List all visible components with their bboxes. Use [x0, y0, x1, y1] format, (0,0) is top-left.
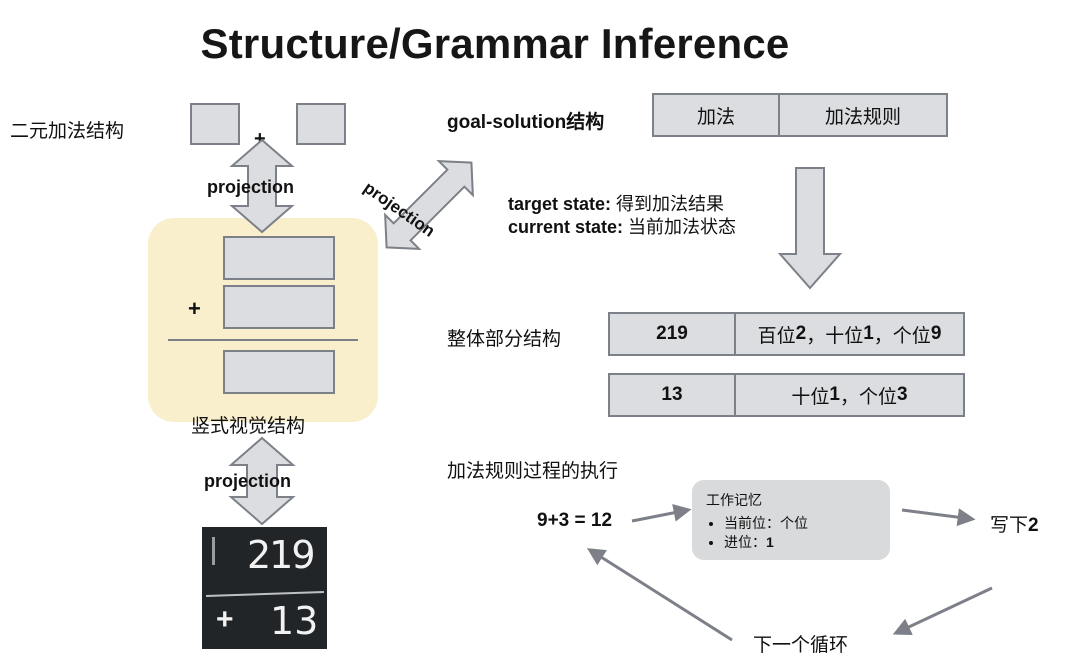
vertical-plus-sign: + [188, 296, 201, 321]
current-state: current state: 当前加法状态 [508, 213, 736, 239]
digit-label-hundreds: 百位 [757, 325, 796, 347]
working-memory-item-current: 当前位：个位 [724, 514, 876, 533]
equation: 9+3 = 12 [537, 510, 613, 531]
vertical-operand-top [223, 236, 335, 280]
number-219: 219 [610, 314, 736, 354]
goal-solution-label: goal-solution结构 [447, 107, 604, 134]
chalk-mark-left [212, 537, 215, 565]
execution-label: 加法规则过程的执行 [447, 461, 619, 482]
carry-label: 进位： [724, 534, 766, 550]
arrow-write-to-next [892, 586, 993, 636]
binary-structure-label: 二元加法结构 [10, 121, 125, 142]
next-loop: 下一个循环 [753, 635, 849, 656]
chalk-number-219: 219 [247, 533, 316, 577]
current-state-value: 当前加法状态 [628, 217, 737, 237]
write-down: 写下2 [990, 510, 1039, 537]
projection-label-upper: projection [207, 177, 295, 197]
working-memory-item-carry: 进位：1 [724, 533, 876, 552]
vertical-structure-label: 竖式视觉结构 [191, 416, 306, 437]
sum-line [168, 339, 358, 341]
down-arrow [777, 167, 843, 290]
chalk-plus: + [216, 603, 234, 636]
binary-plus-sign: + [254, 128, 266, 150]
target-state-key: target state: [508, 194, 612, 214]
goal-solution-label-text: goal-solution结构 [447, 112, 605, 133]
carry-value: 1 [766, 534, 774, 550]
vertical-operand-bottom [223, 285, 335, 329]
digit-value-tens-13: 1 [829, 384, 840, 405]
goal-cell-addition-rule: 加法规则 [824, 106, 901, 128]
whole-part-label: 整体部分结构 [447, 329, 562, 350]
chalkboard-photo: 219 + 13 [202, 527, 327, 649]
projection-diagonal-arrow [384, 160, 474, 250]
current-state-key: current state: [508, 217, 624, 237]
digit-label-tens-13: 十位 [791, 386, 830, 408]
working-memory-list: 当前位：个位 进位：1 [706, 514, 876, 552]
write-down-text: 写下 [990, 515, 1029, 536]
chalk-line [206, 590, 324, 598]
digit-value-tens: 1 [863, 323, 874, 344]
write-down-digit: 2 [1028, 515, 1039, 536]
operand-box-left [190, 103, 240, 145]
number-13: 13 [610, 375, 736, 415]
chalk-number-13: 13 [270, 599, 319, 643]
digit-value-ones-13: 3 [897, 384, 908, 405]
working-memory-box: 工作记忆 当前位：个位 进位：1 [692, 480, 890, 560]
digit-label-tens: ，十位 [806, 325, 864, 347]
goal-cell-addition: 加法 [654, 95, 780, 135]
arrow-memory-to-write [901, 508, 976, 527]
working-memory-title: 工作记忆 [706, 492, 762, 508]
target-state-value: 得到加法结果 [616, 194, 725, 214]
page-title: Structure/Grammar Inference [200, 20, 790, 67]
arrow-eq-to-memory [631, 503, 692, 523]
arrow-next-to-eq [586, 548, 733, 642]
projection-label-lower: projection [204, 471, 292, 491]
digit-value-hundreds: 2 [795, 323, 807, 344]
goal-solution-box: 加法 加法规则 [652, 93, 948, 137]
projection-double-arrow-upper [229, 138, 295, 234]
operand-box-right [296, 103, 346, 145]
digit-label-ones: ，个位 [873, 325, 931, 347]
projection-double-arrow-lower [228, 436, 296, 526]
digit-value-ones: 9 [930, 323, 942, 344]
target-state: target state: 得到加法结果 [508, 190, 724, 216]
digit-label-ones-13: ，个位 [840, 386, 898, 408]
vertical-result-box [223, 350, 335, 394]
